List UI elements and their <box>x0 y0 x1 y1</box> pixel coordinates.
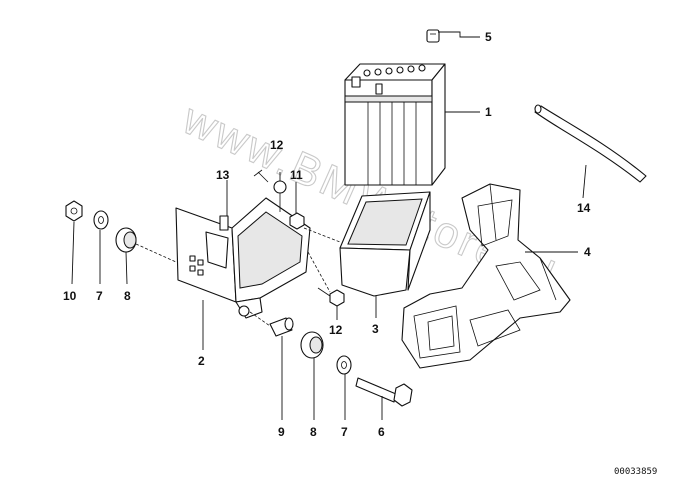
assembly-line-left <box>135 243 177 263</box>
battery-part <box>344 63 446 186</box>
washer-7-bottom-part <box>336 355 352 375</box>
sleeve-9-part <box>269 317 294 337</box>
callout-8-bottom: 8 <box>310 425 317 439</box>
callout-5: 5 <box>485 30 492 44</box>
washer-7-left-part <box>93 210 109 230</box>
assembly-line-top <box>303 227 341 243</box>
callout-8-left: 8 <box>124 289 131 303</box>
callout-7-left: 7 <box>96 289 103 303</box>
callout-2: 2 <box>198 354 205 368</box>
rubber-mount-8-bottom-part <box>300 331 324 359</box>
callout-12-right: 12 <box>329 323 343 337</box>
callout-labels: 1 5 14 4 3 2 10 7 8 12 11 13 12 9 8 7 6 <box>63 30 591 439</box>
bolt-6-part <box>355 377 413 407</box>
leader-lines <box>71 31 587 420</box>
callout-13: 13 <box>216 168 230 182</box>
assembly-line-bottom <box>249 311 271 327</box>
callout-11: 11 <box>290 168 303 182</box>
vent-hose-part <box>534 104 647 183</box>
cap-part <box>426 29 440 43</box>
bracket-part <box>401 183 571 369</box>
callout-4: 4 <box>584 245 591 259</box>
callout-1: 1 <box>485 105 492 119</box>
callout-9: 9 <box>278 425 285 439</box>
callout-14: 14 <box>577 201 591 215</box>
nut-10-part <box>65 200 83 222</box>
reference-number: 00033859 <box>614 467 657 477</box>
callout-6: 6 <box>378 425 385 439</box>
rubber-mount-8-left-part <box>115 227 137 253</box>
screw-13-part <box>253 169 269 183</box>
holder-part <box>175 197 311 319</box>
battery-tray-part <box>339 191 431 297</box>
nut-11-part <box>289 212 305 230</box>
callout-10: 10 <box>63 289 77 303</box>
screw-12-right-part <box>317 287 345 307</box>
callout-3: 3 <box>372 322 379 336</box>
assembly-line-right <box>307 251 331 293</box>
callout-12-top: 12 <box>270 138 284 152</box>
callout-7-bottom: 7 <box>341 425 348 439</box>
